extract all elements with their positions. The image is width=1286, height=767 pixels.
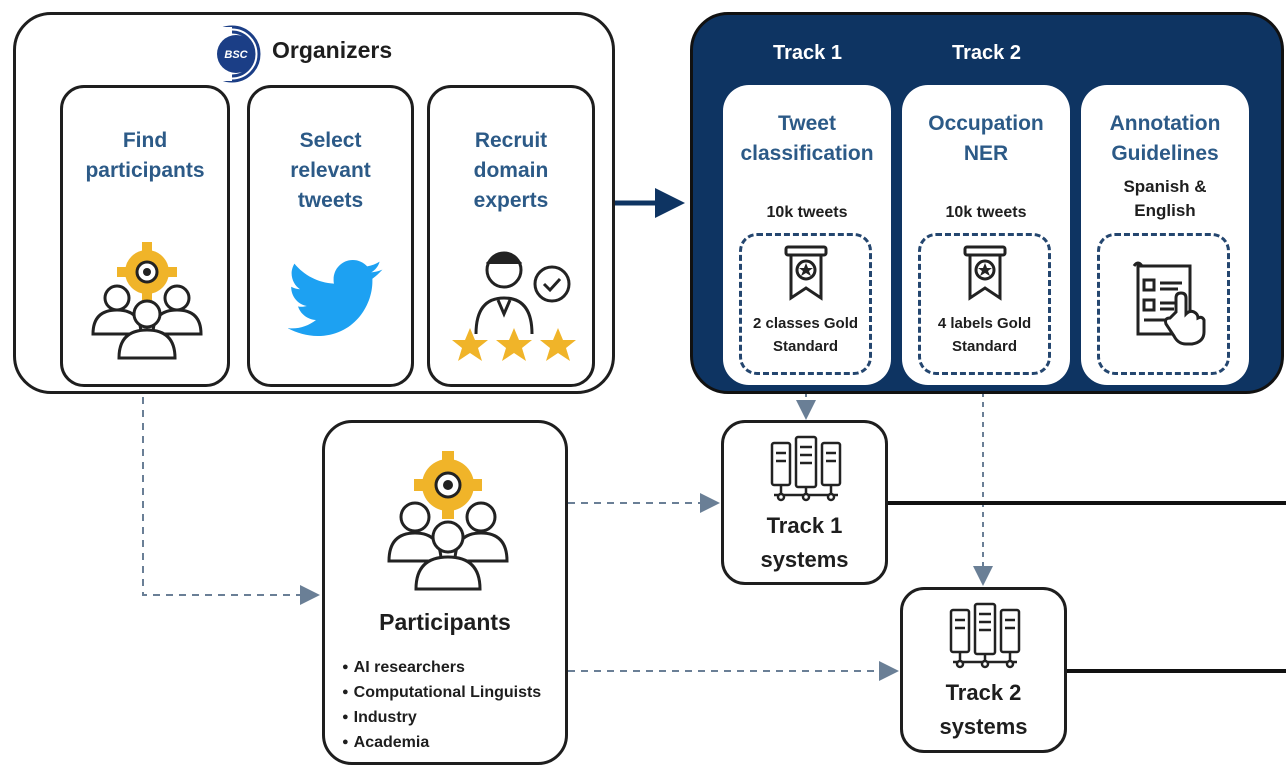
track2-systems-label: Track 2 systems xyxy=(939,680,1028,739)
list-item: AI researchers xyxy=(342,655,541,680)
gold-standard-box-track2: 4 labels Gold Standard xyxy=(918,233,1051,375)
annotation-guidelines-card: Annotation Guidelines Spanish & English xyxy=(1081,85,1249,385)
tweet-classification-card: Tweet classification 10k tweets 2 classe… xyxy=(723,85,891,385)
guidelines-doc-box xyxy=(1097,233,1230,375)
recruit-experts-label: Recruit domain experts xyxy=(473,129,549,212)
list-item: Industry xyxy=(342,705,541,730)
find-participants-label: Find participants xyxy=(85,129,205,182)
ribbon-badge-icon xyxy=(962,244,1008,302)
track2-header: Track 2 xyxy=(952,42,1021,64)
servers-icon xyxy=(947,600,1023,672)
participants-panel: Participants AI researchers Computationa… xyxy=(322,420,568,765)
list-item: Computational Linguists xyxy=(342,680,542,705)
gold-standard-text-track2: 4 labels Gold Standard xyxy=(937,315,1032,355)
gold-standard-text-track1: 2 classes Gold Standard xyxy=(752,315,859,355)
track2-systems-box: Track 2 systems xyxy=(900,587,1067,753)
bsc-logo-text: BSC xyxy=(224,49,248,61)
organizers-title: Organizers xyxy=(272,37,393,63)
occupation-ner-title: Occupation NER xyxy=(928,112,1044,165)
participants-list: AI researchers Computational Linguists I… xyxy=(342,655,542,755)
select-tweets-card: Select relevant tweets xyxy=(247,85,414,387)
list-item: Academia xyxy=(342,730,541,755)
find-participants-card: Find participants xyxy=(60,85,230,387)
select-tweets-label: Select relevant tweets xyxy=(290,129,371,212)
team-gear-icon xyxy=(87,238,207,360)
recruit-experts-card: Recruit domain experts xyxy=(427,85,595,387)
twitter-bird-icon xyxy=(287,260,384,340)
tracks-panel: Track 1 Track 2 Tweet classification 10k… xyxy=(690,12,1284,394)
track1-systems-box: Track 1 systems xyxy=(721,420,888,585)
expert-rating-icon xyxy=(446,238,582,368)
occupation-ner-card: Occupation NER 10k tweets 4 labels Gold … xyxy=(902,85,1070,385)
occupation-ner-count: 10k tweets xyxy=(945,204,1027,221)
bsc-logo: BSC xyxy=(194,23,264,85)
ribbon-badge-icon xyxy=(783,244,829,302)
annotation-guidelines-title: Annotation Guidelines xyxy=(1109,112,1221,165)
servers-icon xyxy=(768,433,844,505)
track1-header: Track 1 xyxy=(773,42,842,64)
find-to-participants-connector xyxy=(142,384,320,605)
gold-standard-box-track1: 2 classes Gold Standard xyxy=(739,233,872,375)
tweet-classification-title: Tweet classification xyxy=(740,112,874,165)
participants-title: Participants xyxy=(379,609,511,635)
track1-systems-label: Track 1 systems xyxy=(760,513,849,572)
tweet-classification-count: 10k tweets xyxy=(766,204,848,221)
team-gear-icon xyxy=(387,449,509,591)
document-pointer-icon xyxy=(1130,260,1208,346)
annotation-guidelines-subtitle: Spanish & English xyxy=(1123,177,1207,220)
organizers-panel: BSC Organizers Find participants xyxy=(13,12,615,394)
